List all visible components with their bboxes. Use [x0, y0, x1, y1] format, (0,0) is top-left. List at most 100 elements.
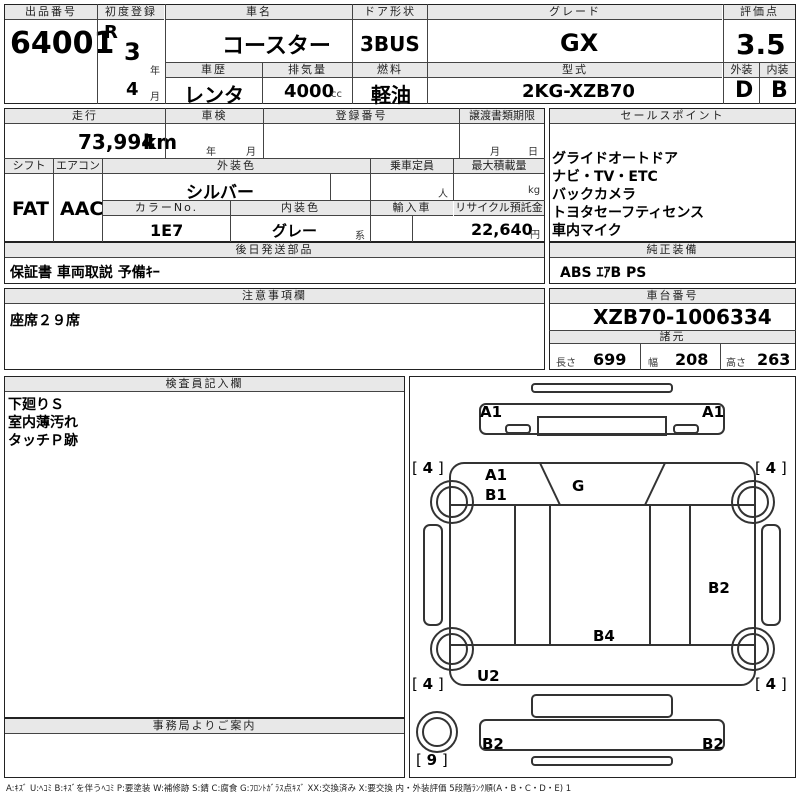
mark-b2-right-side: B2	[708, 579, 730, 597]
office-box	[4, 718, 405, 778]
chassis-box	[549, 288, 796, 370]
history-label: 車歴	[166, 63, 262, 78]
mark-a1-front-left: A1	[480, 403, 503, 421]
vehicle-outline	[416, 383, 781, 766]
sales-point-1: グライドオートドア	[552, 151, 678, 167]
door: 3BUS	[360, 32, 420, 56]
sales-point-5: 車内マイク	[552, 223, 622, 239]
header-block	[4, 4, 796, 104]
color-no: 1E7	[150, 221, 184, 240]
sales-point-4: トヨタセーフティセンス	[552, 205, 705, 221]
mark-b4-roof: B4	[593, 627, 615, 645]
reg-month: 4	[126, 79, 139, 100]
model: 2KG-XZB70	[522, 81, 635, 102]
reg-no-label: 登録番号	[264, 109, 459, 124]
ac-label: エアコン	[54, 159, 102, 174]
capacity-label: 乗車定員	[371, 159, 453, 174]
history: レンタ	[184, 83, 244, 107]
transfer-day: 日	[528, 147, 538, 158]
capacity-unit: 人	[438, 189, 448, 200]
mark-b2-rear-left: B2	[482, 735, 504, 753]
later-parts-label: 後日発送部品	[5, 243, 544, 258]
sales-points-box	[549, 108, 796, 242]
mark-a1-hood: A1	[485, 466, 508, 484]
int-color-label: 内装色	[231, 201, 370, 216]
inspector-line-2: 室内薄汚れ	[8, 415, 78, 431]
era: R	[104, 22, 118, 43]
inspector-box	[4, 376, 405, 718]
shift: FAT	[12, 198, 49, 220]
ext-color-label: 外装色	[103, 159, 370, 174]
genuine: ABS ｴｱB PS	[560, 265, 647, 281]
mileage-label: 走行	[5, 109, 165, 124]
max-load-label: 最大積載量	[454, 159, 544, 174]
genuine-box	[549, 242, 796, 284]
lot-number: 64001	[10, 26, 115, 61]
mileage-unit: km	[143, 130, 178, 154]
car-name: コースター	[222, 34, 331, 59]
later-parts-box	[4, 242, 545, 284]
notes: 座席２９席	[10, 313, 80, 329]
max-load-unit: kg	[528, 185, 541, 196]
transfer-label: 譲渡書類期限	[460, 109, 544, 124]
displacement: 4000	[284, 81, 335, 102]
inspection-month: 月	[246, 147, 256, 158]
width: 208	[675, 350, 709, 369]
door-label: ドア形状	[353, 5, 427, 20]
width-label: 幅	[648, 358, 658, 369]
ext-color: シルバー	[186, 183, 254, 203]
chassis-label: 車台番号	[550, 289, 795, 304]
import-label: 輸入車	[371, 201, 453, 216]
inspector-label: 検査員記入欄	[5, 377, 404, 392]
damage-diagram: A1 A1 A1 B1 G B2 B4 U2 B2 B2 [ 4 ] [ 4 ]…	[409, 376, 796, 778]
int-label: 内装	[760, 63, 795, 78]
legend: A:ｷｽﾞ U:ﾍｺﾐ B:ｷｽﾞを伴うﾍｺﾐ P:要塗装 W:補修跡 S:錆 …	[6, 784, 572, 794]
sales-point-2: ナビ・TV・ETC	[552, 169, 658, 185]
sales-point-3: バックカメラ	[552, 187, 636, 203]
mileage: 73,994	[78, 130, 156, 154]
recycle-unit: 円	[530, 230, 540, 241]
color-no-label: カラーNo.	[103, 201, 230, 216]
month-unit: 月	[150, 92, 160, 103]
specs-label: 諸元	[550, 331, 795, 344]
first-reg-label: 初度登録	[98, 5, 164, 20]
inspector-line-3: タッチＰ跡	[8, 433, 78, 449]
car-name-label: 車名	[166, 5, 352, 20]
height: 263	[757, 350, 791, 369]
ext-score: D	[735, 78, 754, 103]
mark-a1-front-right: A1	[702, 403, 725, 421]
inspection-label: 車検	[166, 109, 263, 124]
recycle: 22,640	[471, 220, 533, 239]
mark-g-windshield: G	[572, 477, 585, 495]
int-color-unit: 系	[355, 231, 365, 242]
tire-spare: [ 9 ]	[416, 751, 448, 769]
year-unit: 年	[150, 66, 160, 77]
length: 699	[593, 350, 627, 369]
notes-label: 注意事項欄	[5, 289, 544, 304]
score-label: 評価点	[724, 5, 795, 20]
lot-label: 出品番号	[5, 5, 97, 20]
office-label: 事務局よりご案内	[5, 719, 404, 734]
shift-label: シフト	[5, 159, 53, 174]
inspector-line-1: 下廻りＳ	[8, 397, 64, 413]
tire-rear-right: [ 4 ]	[755, 675, 787, 693]
mark-b1-hood: B1	[485, 486, 507, 504]
ext-label: 外装	[724, 63, 759, 78]
fuel-label: 燃料	[353, 63, 427, 78]
notes-box	[4, 288, 545, 370]
inspection-year: 年	[206, 147, 216, 158]
mark-b2-rear-right: B2	[702, 735, 724, 753]
fuel: 軽油	[371, 83, 411, 107]
int-score: B	[771, 78, 788, 103]
mark-u2-left-rear: U2	[477, 667, 500, 685]
displacement-unit: cc	[331, 89, 342, 100]
reg-year: 3	[124, 38, 141, 66]
ac: AAC	[60, 198, 104, 220]
tire-rear-left: [ 4 ]	[412, 675, 444, 693]
score: 3.5	[736, 28, 786, 61]
displacement-label: 排気量	[263, 63, 352, 78]
grade: GX	[560, 29, 599, 57]
recycle-label: リサイクル預託金	[454, 201, 544, 216]
chassis-number: XZB70-1006334	[593, 305, 772, 329]
length-label: 長さ	[556, 358, 576, 369]
